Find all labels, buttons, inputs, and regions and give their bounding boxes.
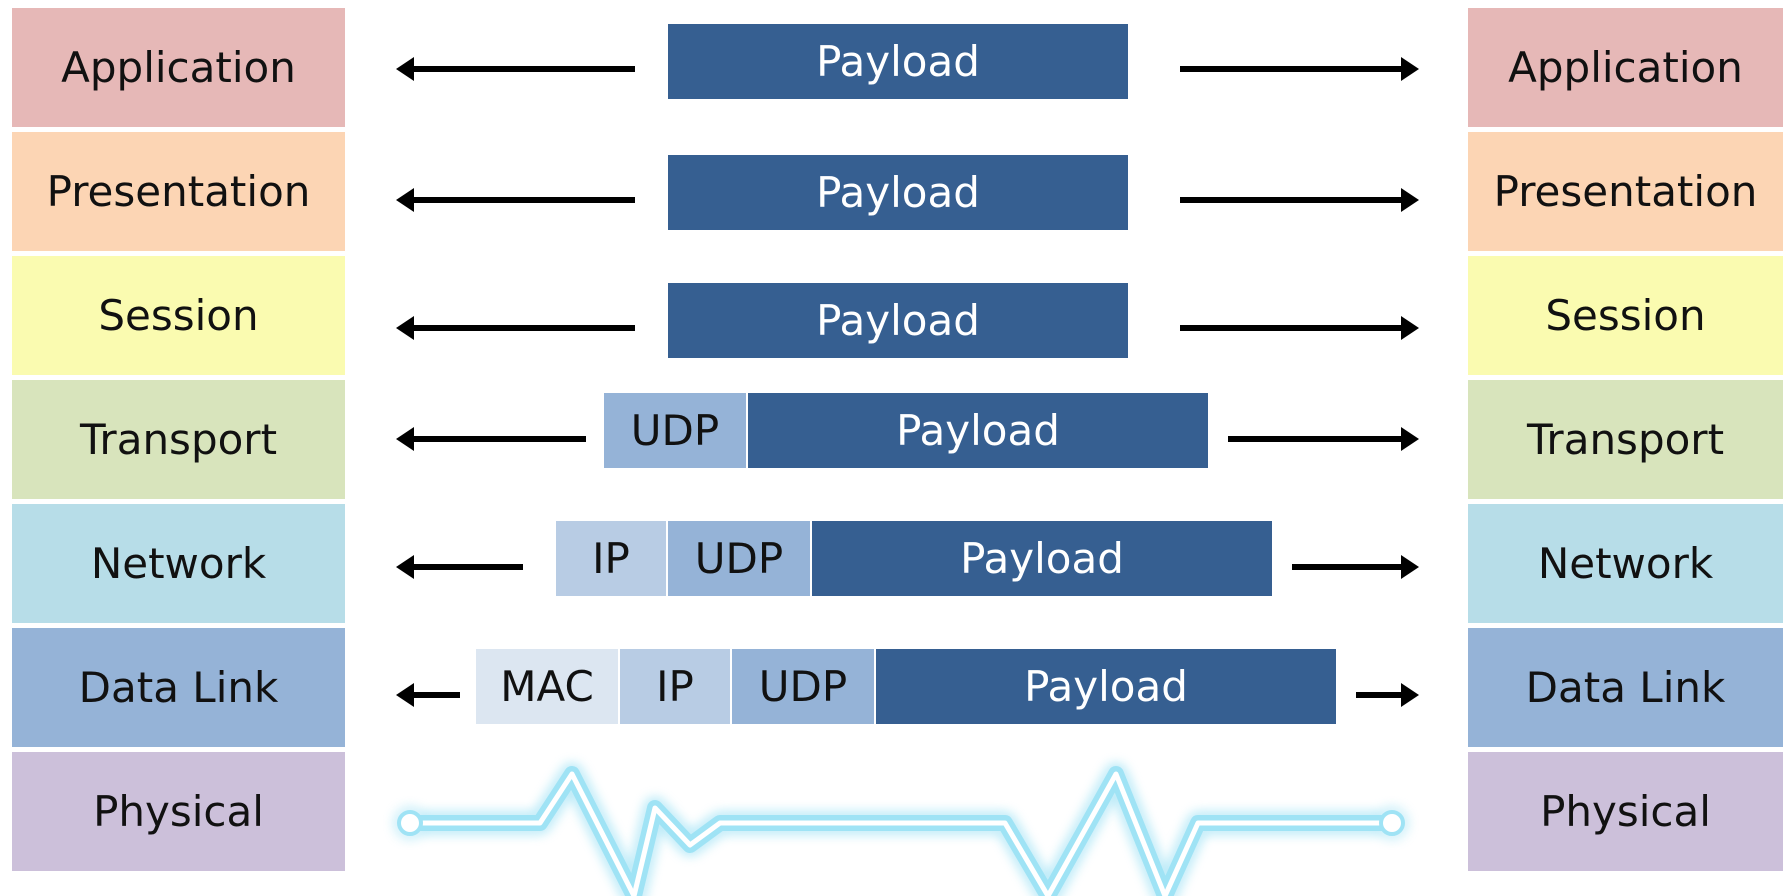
left-layer-session: Session — [12, 256, 345, 375]
udp-header-block-data-link: UDP — [732, 649, 876, 724]
right-layer-application: Application — [1468, 8, 1783, 127]
right-layer-data-link: Data Link — [1468, 628, 1783, 747]
right-layer-transport: Transport — [1468, 380, 1783, 499]
payload-block-presentation: Payload — [668, 155, 1130, 230]
arrow-right-transport — [1228, 427, 1419, 451]
ip-header-block-network: IP — [556, 521, 668, 596]
payload-block-session: Payload — [668, 283, 1130, 358]
arrow-left-session — [396, 316, 635, 340]
arrow-right-presentation — [1180, 188, 1419, 212]
left-layer-physical: Physical — [12, 752, 345, 871]
right-layer-session: Session — [1468, 256, 1783, 375]
right-layer-presentation: Presentation — [1468, 132, 1783, 251]
payload-block-network: Payload — [812, 521, 1274, 596]
payload-block-application: Payload — [668, 24, 1130, 99]
arrow-right-application — [1180, 57, 1419, 81]
left-layer-transport: Transport — [12, 380, 345, 499]
arrow-left-data-link — [396, 683, 460, 707]
ip-header-block-data-link: IP — [620, 649, 732, 724]
arrow-left-application — [396, 57, 635, 81]
signal-wave-line — [397, 766, 1405, 896]
arrow-right-session — [1180, 316, 1419, 340]
payload-block-transport: Payload — [748, 393, 1210, 468]
arrow-left-transport — [396, 427, 586, 451]
payload-block-data-link: Payload — [876, 649, 1338, 724]
left-layer-presentation: Presentation — [12, 132, 345, 251]
udp-header-block-network: UDP — [668, 521, 812, 596]
right-layer-physical: Physical — [1468, 752, 1783, 871]
arrow-left-presentation — [396, 188, 635, 212]
left-layer-data-link: Data Link — [12, 628, 345, 747]
left-layer-application: Application — [12, 8, 345, 127]
arrow-right-network — [1292, 555, 1419, 579]
arrow-right-data-link — [1356, 683, 1419, 707]
right-layer-network: Network — [1468, 504, 1783, 623]
left-layer-network: Network — [12, 504, 345, 623]
mac-header-block-data-link: MAC — [476, 649, 620, 724]
udp-header-block-transport: UDP — [604, 393, 748, 468]
arrow-left-network — [396, 555, 523, 579]
